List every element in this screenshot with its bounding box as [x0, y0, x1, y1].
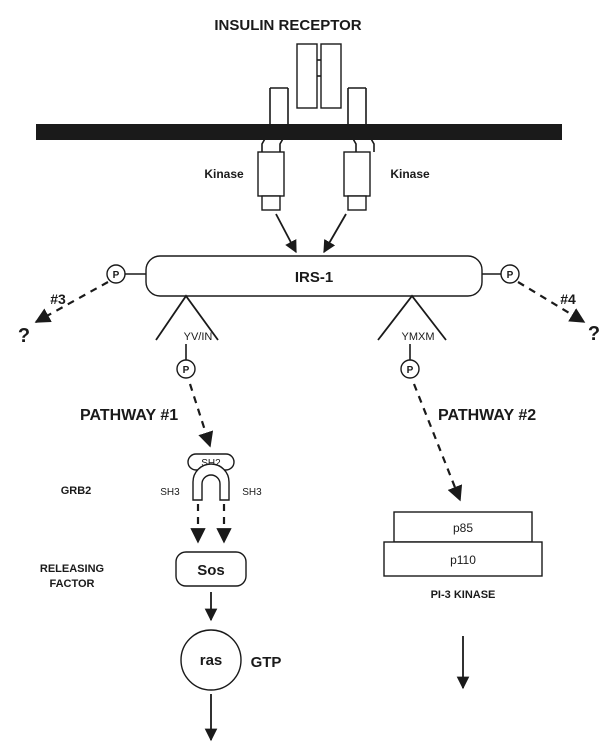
receptor-alpha-subunits [297, 44, 341, 108]
arrow-kinase-left-to-irs1 [276, 214, 296, 252]
diagram-title: INSULIN RECEPTOR [214, 17, 361, 34]
p85-label: p85 [453, 521, 473, 535]
arrow-kinase-right-to-irs1 [324, 214, 346, 252]
kinase-label-right: Kinase [390, 167, 430, 181]
kinase-domain-left [258, 152, 284, 210]
sos-label: Sos [197, 562, 225, 579]
pathway-2-label: PATHWAY #2 [438, 407, 536, 424]
arrow-pathway-2 [414, 384, 460, 500]
kinase-domain-right [344, 152, 370, 210]
unknown-left: ? [18, 325, 30, 347]
pi3-kinase-label: PI-3 KINASE [431, 589, 496, 601]
phosphotyrosine-right-label: P [407, 365, 414, 376]
gtp-label: GTP [251, 654, 282, 671]
phosphotyrosine-left-label: P [183, 365, 190, 376]
branch-3-label: #3 [50, 291, 66, 307]
p110-label: p110 [450, 553, 476, 567]
releasing-factor-line2: FACTOR [49, 578, 94, 590]
phosphate-left-label: P [113, 270, 120, 281]
releasing-factor-line1: RELEASING [40, 563, 104, 575]
motif-right: YMXM [402, 331, 435, 343]
irs1-label: IRS-1 [295, 269, 333, 286]
cell-membrane [36, 124, 562, 140]
kinase-label-left: Kinase [204, 167, 244, 181]
arrow-branch-3 [36, 282, 108, 322]
ras-label: ras [200, 652, 223, 669]
pathway-1-label: PATHWAY #1 [80, 407, 178, 424]
unknown-right: ? [588, 323, 600, 345]
grb2-sh3-left-label: SH3 [160, 487, 180, 498]
grb2-sh3-domains [193, 464, 229, 500]
phosphate-right-label: P [507, 270, 514, 281]
grb2-sh3-right-label: SH3 [242, 487, 262, 498]
receptor-beta-subunits [262, 88, 374, 152]
branch-4-label: #4 [560, 291, 576, 307]
grb2-label: GRB2 [61, 485, 92, 497]
arrow-pathway-1 [190, 384, 210, 446]
motif-left: YV/IN [184, 331, 213, 343]
